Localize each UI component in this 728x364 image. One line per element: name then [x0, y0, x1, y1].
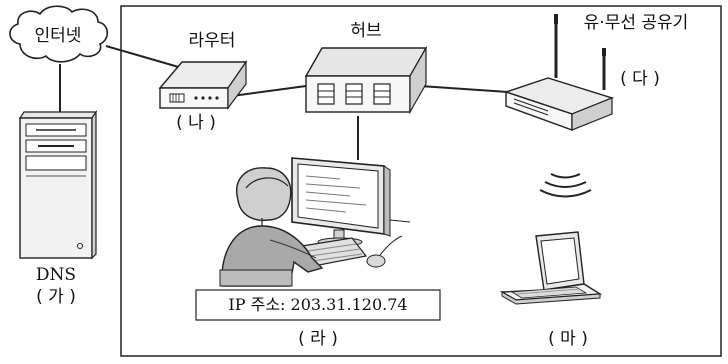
- label-da: ( 다 ): [620, 69, 660, 89]
- dns-label: DNS: [36, 265, 76, 285]
- ap-label: 유·무선 공유기: [584, 13, 689, 33]
- router-icon: [158, 60, 248, 110]
- label-ga: ( 가 ): [36, 287, 76, 307]
- router-label: 라우터: [189, 31, 236, 51]
- wireless-router-icon: [503, 14, 615, 131]
- laptop-icon: [499, 231, 603, 305]
- hub-icon: [304, 45, 428, 115]
- line-hub-ap: [419, 85, 509, 93]
- label-ma: ( 마 ): [548, 329, 588, 349]
- line-router-hub: [231, 85, 307, 97]
- internet-cloud-icon: [9, 5, 109, 63]
- ip-address-box: [195, 289, 441, 321]
- ip-address-label: IP 주소: 203.31.120.74: [228, 295, 407, 314]
- local-network-boundary: [120, 5, 722, 357]
- label-na: ( 나 ): [176, 113, 216, 133]
- line-internet-router: [105, 45, 183, 69]
- connection-lines: [59, 45, 509, 160]
- internet-label: 인터넷: [35, 26, 82, 46]
- user-pc-icon: [219, 157, 411, 287]
- wifi-signal-icon: [539, 173, 592, 198]
- hub-label: 허브: [350, 21, 381, 41]
- dns-server-icon: [18, 110, 98, 260]
- label-ra: ( 라 ): [298, 329, 338, 349]
